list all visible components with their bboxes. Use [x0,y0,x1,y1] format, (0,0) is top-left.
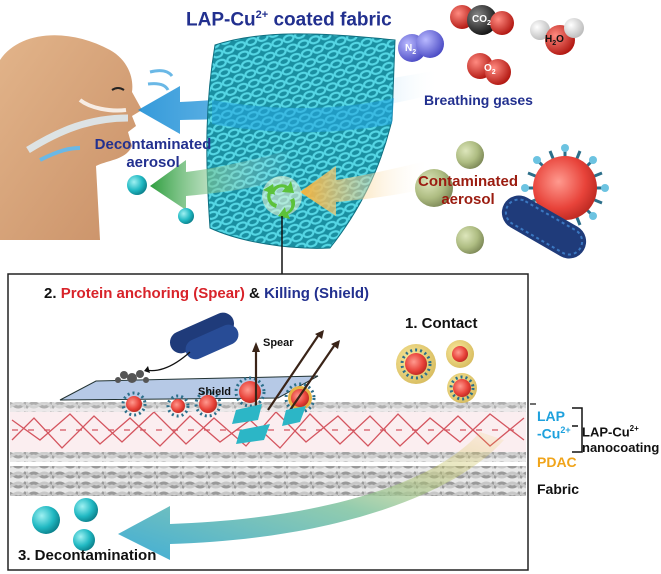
contaminated-arrow [300,160,430,216]
lap-platelets [232,404,306,444]
aerosol-particle [456,141,484,169]
enveloped-virus [396,340,477,403]
fabric-label: Fabric [537,481,580,497]
debris-icon [115,370,149,383]
step3-title: 3. Decontamination [18,547,157,564]
breathing-gases-label: Breathing gases [424,92,533,108]
contaminated-aerosol-label: Contaminated aerosol [417,173,518,208]
h2o-label: H2O [545,34,564,47]
co2-molecule-icon [450,5,514,35]
n2-molecule-icon [398,30,444,62]
clean-aerosol-particle [32,506,60,534]
aerosol-particle [415,169,453,207]
aerosol-particle [456,226,484,254]
decontaminated-aerosol-label: Decontaminated aerosol [94,136,212,171]
nanocoating-label: LAP-Cu2+ nanocoating [582,424,660,456]
shield-label: Shield [198,386,232,398]
step2-title: 2. Protein anchoring (Spear) & Killing (… [44,285,370,302]
decontaminated-arrow [150,150,292,210]
n2-label: N2 [405,43,417,56]
clean-aerosol-particle [178,208,194,224]
fabric-mesh [206,33,396,249]
o2-molecule-icon [467,53,511,85]
recycle-icon [262,176,302,219]
o2-label: O2 [484,63,496,76]
co2-label: CO2 [472,14,491,27]
clean-aerosol-particle [127,175,147,195]
decontamination-arrow [118,432,504,560]
clean-aerosol-particle [74,498,98,522]
step1-title: 1. Contact [405,315,478,332]
h2o-molecule-icon [530,18,584,55]
lap-cu-label: LAP -Cu2+ [537,408,571,442]
bacteria-icon [169,312,239,360]
clean-aerosol-particle [73,529,95,551]
nanocoating-bracket [572,407,583,453]
bacteria-icon [501,195,587,259]
human-head-icon [0,35,142,240]
fabric-title: LAP-Cu2+ coated fabric [186,9,392,31]
pdac-label: PDAC [537,454,577,470]
spear-label: Spear [263,337,294,349]
